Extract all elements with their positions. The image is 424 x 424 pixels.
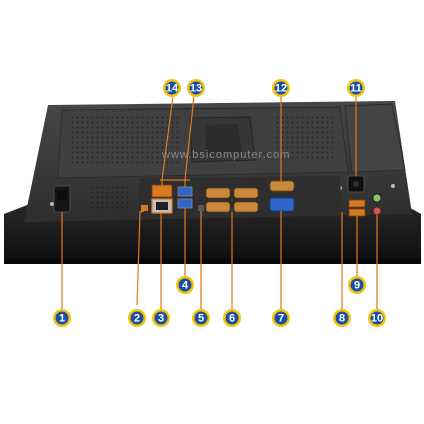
chassis-right-block bbox=[344, 103, 406, 173]
leader-2 bbox=[136, 210, 145, 306]
callout-badge-core bbox=[225, 311, 239, 325]
callout-badge-core bbox=[274, 311, 288, 325]
callout-badge-core bbox=[350, 278, 364, 292]
top-vents-right bbox=[275, 114, 333, 162]
callout-badge-core bbox=[178, 278, 192, 292]
callout-badge-label: 10 bbox=[371, 313, 383, 325]
power-switch-rocker bbox=[57, 190, 67, 200]
callout-badge-core bbox=[189, 81, 203, 95]
side-vents bbox=[90, 186, 130, 210]
callout-badge-label: 13 bbox=[190, 83, 202, 95]
callout-badge-14: 14 bbox=[163, 79, 181, 97]
com-port-top bbox=[269, 180, 295, 192]
callout-badge-label: 9 bbox=[354, 280, 360, 292]
callout-badge-5: 5 bbox=[192, 309, 210, 327]
callout-badge-label: 2 bbox=[134, 313, 140, 325]
callout-badge-label: 8 bbox=[339, 313, 345, 325]
lan-port-upper bbox=[151, 184, 173, 198]
callout-badge-core bbox=[130, 311, 144, 325]
callout-badge-core bbox=[165, 81, 179, 95]
vga-port bbox=[269, 197, 295, 212]
callout-badge-13: 13 bbox=[187, 79, 205, 97]
callout-badge-2: 2 bbox=[128, 309, 146, 327]
callout-badge-label: 11 bbox=[350, 83, 362, 95]
callout-badge-label: 3 bbox=[158, 313, 164, 325]
callout-badge-label: 7 bbox=[278, 313, 284, 325]
com-port bbox=[205, 187, 231, 199]
top-vents bbox=[70, 114, 180, 166]
callout-leaders bbox=[61, 95, 378, 309]
callout-badge-label: 5 bbox=[198, 313, 204, 325]
callout-badge-core bbox=[194, 311, 208, 325]
watermark: www.bsicomputer.com bbox=[161, 149, 290, 161]
led-port bbox=[141, 205, 148, 211]
callout-badge-3: 3 bbox=[152, 309, 170, 327]
callout-badge-7: 7 bbox=[272, 309, 290, 327]
callout-badge-label: 4 bbox=[182, 280, 189, 292]
callout-badge-core bbox=[274, 81, 288, 95]
callout-badge-4: 4 bbox=[176, 276, 194, 294]
power-connector-pin bbox=[353, 181, 359, 187]
callout-badge-6: 6 bbox=[223, 309, 241, 327]
callout-badge-core bbox=[370, 311, 384, 325]
callout-badge-core bbox=[154, 311, 168, 325]
callout-badge-label: 6 bbox=[229, 313, 235, 325]
screw bbox=[50, 202, 54, 206]
screw bbox=[391, 184, 395, 188]
callout-badge-core bbox=[335, 311, 349, 325]
audio-jack-mic bbox=[372, 206, 382, 216]
callout-badge-1: 1 bbox=[53, 309, 71, 327]
callout-badge-12: 12 bbox=[272, 79, 290, 97]
usb3-port-upper bbox=[177, 186, 193, 197]
callout-badge-core bbox=[349, 81, 363, 95]
usb2-port-upper bbox=[348, 199, 366, 208]
callout-badge-label: 12 bbox=[275, 83, 287, 95]
dc-jack bbox=[198, 205, 204, 211]
com-ports-group bbox=[205, 187, 259, 213]
vesa-mount-cross bbox=[205, 124, 242, 154]
callout-badge-8: 8 bbox=[333, 309, 351, 327]
com-port bbox=[205, 201, 231, 213]
callout-badge-10: 10 bbox=[368, 309, 386, 327]
callout-badge-11: 11 bbox=[347, 79, 365, 97]
bezel-edge bbox=[4, 258, 421, 264]
callout-badge-label: 14 bbox=[166, 83, 179, 95]
usb3-port-lower bbox=[177, 198, 193, 209]
audio-jack-line-out bbox=[372, 193, 382, 203]
com-port bbox=[233, 201, 259, 213]
com-port bbox=[233, 187, 259, 199]
callout-badge-9: 9 bbox=[348, 276, 366, 294]
callout-badge-label: 1 bbox=[59, 313, 65, 325]
lan-port-lower-inner bbox=[156, 202, 168, 210]
callout-badge-core bbox=[55, 311, 69, 325]
usb2-port-lower bbox=[348, 208, 366, 217]
